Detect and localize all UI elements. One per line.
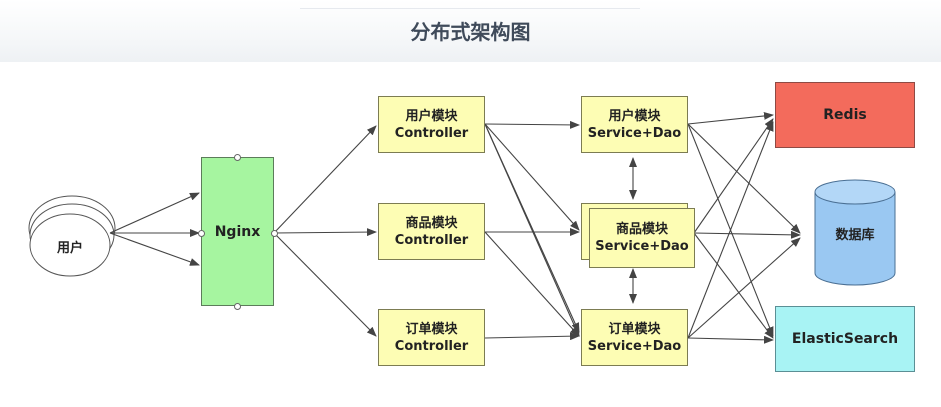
controller-order-line1: 订单模块 <box>405 321 458 337</box>
service-order: 订单模块 Service+Dao <box>581 309 688 366</box>
edge-svc3-es <box>687 335 774 344</box>
nginx-bottom-handle <box>234 303 241 310</box>
edge-ctrl1-svc1 <box>484 120 580 129</box>
nginx-top-handle <box>234 154 241 161</box>
edge-ctrl1-svc2 <box>484 123 580 231</box>
edge-user-nginx-1 <box>109 192 200 234</box>
edge-svc3-redis <box>687 121 774 339</box>
page-title: 分布式架构图 <box>410 20 531 44</box>
edge-svc1-redis <box>687 111 774 125</box>
controller-product-line1: 商品模块 <box>405 215 458 231</box>
edge-svc2-db <box>693 230 801 239</box>
redis-label: Redis <box>823 107 867 123</box>
controller-user-line2: Controller <box>394 125 469 141</box>
service-product-line2: Service+Dao <box>595 239 689 254</box>
service-product: 商品模块 Service+Dao <box>589 208 695 268</box>
service-order-line2: Service+Dao <box>587 338 682 354</box>
controller-product-line2: Controller <box>394 232 469 248</box>
service-product-line1: 商品模块 <box>615 222 668 237</box>
service-order-line1: 订单模块 <box>608 321 661 337</box>
redis-node: Redis <box>775 82 915 148</box>
edge-svc2-es <box>693 232 774 339</box>
nginx-right-handle <box>271 230 278 237</box>
service-user: 用户模块 Service+Dao <box>581 96 688 153</box>
service-user-line2: Service+Dao <box>587 125 682 141</box>
service-user-line1: 用户模块 <box>608 108 661 124</box>
edge-svc3-db <box>687 237 801 339</box>
title-band <box>0 0 941 62</box>
edge-ctrl2-svc3 <box>484 231 580 337</box>
controller-user: 用户模块 Controller <box>378 96 485 153</box>
edge-svc2-redis <box>693 118 774 234</box>
controller-order: 订单模块 Controller <box>378 309 485 366</box>
edge-nginx-ctrl-product <box>273 228 377 237</box>
database-label: 数据库 <box>835 228 875 243</box>
controller-user-line1: 用户模块 <box>405 108 458 124</box>
edge-ctrl1-svc3b <box>484 123 580 333</box>
edge-nginx-ctrl-user <box>273 125 377 234</box>
elasticsearch-node: ElasticSearch <box>775 306 915 372</box>
edge-ctrl3-svc3 <box>484 332 580 341</box>
edge-user-nginx-3 <box>109 232 200 266</box>
title-divider <box>300 8 640 9</box>
controller-order-line2: Controller <box>394 338 469 354</box>
edge-nginx-ctrl-order <box>273 232 377 337</box>
edge-svc1-db <box>687 123 801 234</box>
user-node <box>28 195 116 277</box>
nginx-node: Nginx <box>201 157 274 306</box>
user-label: 用户 <box>56 241 83 256</box>
nginx-label: Nginx <box>214 223 261 240</box>
database-node <box>814 179 896 286</box>
elasticsearch-label: ElasticSearch <box>791 331 899 347</box>
nginx-left-handle <box>198 230 205 237</box>
controller-product: 商品模块 Controller <box>378 203 485 260</box>
